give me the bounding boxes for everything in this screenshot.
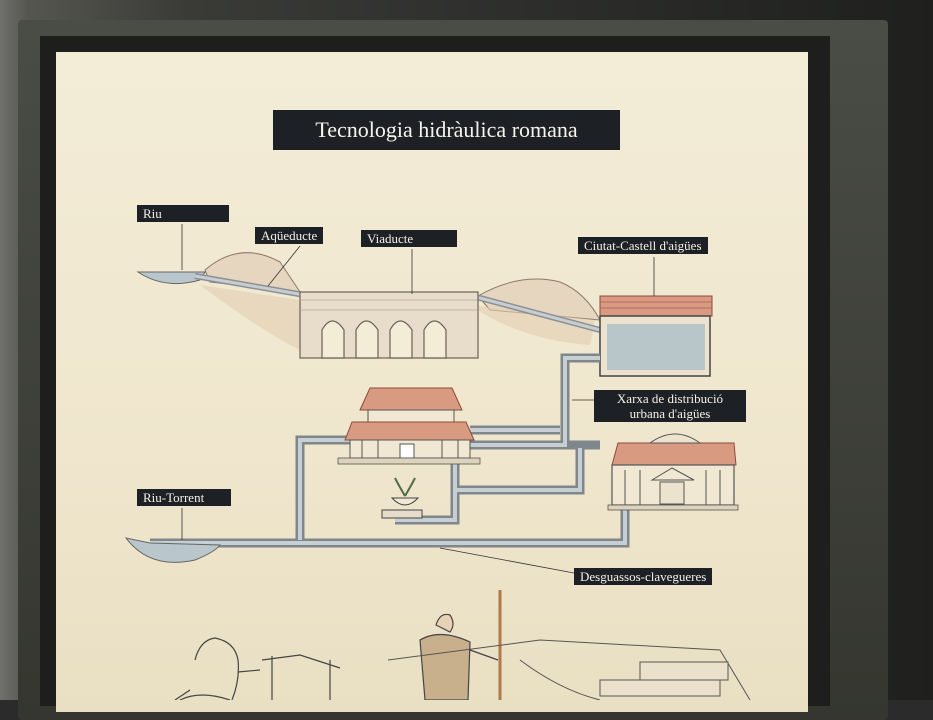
label-viaducte: Viaducte: [361, 230, 457, 247]
label-xarxa-line1: Xarxa de distribució: [616, 391, 724, 406]
roman-house: [337, 387, 481, 465]
river-torrent: [124, 537, 221, 563]
label-desguassos: Desguassos-clavegueres: [574, 568, 713, 585]
terrain-shade: [200, 285, 300, 350]
illustration: [124, 224, 751, 700]
label-castell: Ciutat-Castell d'aigües: [578, 237, 708, 254]
label-xarxa-line2: urbana d'aigües: [629, 406, 711, 421]
label-aqueducte: Aqüeducte: [255, 227, 324, 244]
poster-panel: [56, 52, 808, 712]
label-riu-torrent: Riu-Torrent: [137, 489, 231, 506]
leader-lines: [181, 224, 655, 574]
surveyor-figure: [174, 637, 341, 700]
excavation-site: [387, 639, 751, 700]
poster-title: Tecnologia hidràulica romana: [273, 110, 620, 150]
castellum-building: [599, 295, 713, 377]
label-xarxa: Xarxa de distribució urbana d'aigües: [594, 390, 746, 422]
public-building: [607, 433, 739, 511]
label-riu: Riu: [137, 205, 229, 222]
viaduct-bridge: [299, 291, 479, 359]
worker-figure: [419, 590, 502, 700]
fountain: [381, 477, 423, 519]
river-source: [136, 271, 206, 285]
